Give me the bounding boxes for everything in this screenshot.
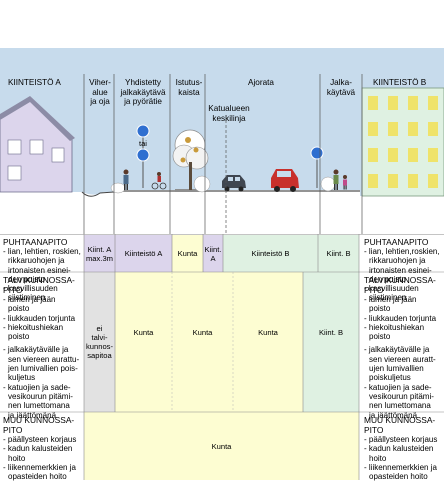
cell-bg xyxy=(172,235,203,272)
zone-label-kiinteisto-a: KIINTEISTÖ A xyxy=(8,78,61,87)
row-muu-left: MUU KUNNOSSA-PITO - päällysteen korjaus … xyxy=(3,415,76,481)
tree-icon xyxy=(172,129,209,190)
cell-kunta: Kunta xyxy=(211,441,232,451)
table-grid xyxy=(0,234,444,480)
cell-bg xyxy=(84,235,115,272)
row-item-list: - päällysteen korjaus - kadun kalusteide… xyxy=(3,435,76,481)
row-dividers xyxy=(171,272,234,412)
cell-kunta: Kunta xyxy=(177,249,198,258)
row-title: PUHTAANAPITO xyxy=(3,237,68,247)
snow-pile-icon xyxy=(320,176,336,192)
row-item-list: - lian, lehtien,roskien,rikkaruohojen ja… xyxy=(364,247,440,303)
row-title: TALVIKUNNOSSA-PITO xyxy=(364,275,436,295)
row-title: MUU KUNNOSSA-PITO xyxy=(364,415,436,435)
row-muu-right: MUU KUNNOSSA-PITO - päällysteen korjaus … xyxy=(364,415,437,481)
list-item: - lian, lehtien, roskien,rikkaruohojen j… xyxy=(3,247,81,284)
cell-bg xyxy=(115,272,303,412)
row-puhtaanapito-left: PUHTAANAPITO - lian, lehtien, roskien,ri… xyxy=(3,237,81,303)
zone-label-kiinteisto-b: KIINTEISTÖ B xyxy=(373,78,427,87)
car-icon xyxy=(271,169,299,192)
child-icon xyxy=(343,175,347,190)
pedestrian-icon xyxy=(333,169,339,190)
zone-label-istutus: Istutus-kaista xyxy=(175,78,203,97)
pedestrian-sign-icon xyxy=(136,124,150,188)
building-b-icon xyxy=(361,87,444,197)
cell-kiint-b: Kiint. B xyxy=(326,249,351,258)
zone-label-ajorata: Ajorata xyxy=(248,78,274,87)
zone-label-jalkakaytava: Jalka-käytävä xyxy=(326,78,356,97)
cell-kiinteisto-b: Kiinteistö B xyxy=(251,249,290,258)
cell-bg xyxy=(318,235,359,272)
planting-strip xyxy=(175,189,206,192)
cell-kunta: Kunta xyxy=(192,327,213,337)
cell-bg xyxy=(115,235,172,272)
pedestrian-icon xyxy=(123,169,129,190)
cell-bg xyxy=(84,412,359,480)
cell-kunta: Kunta xyxy=(258,327,278,337)
zone-boundaries xyxy=(83,74,363,234)
row-title: TALVIKUNNOSSA-PITO xyxy=(3,275,75,295)
row-puhtaanapito-right: PUHTAANAPITO - lian, lehtien,roskien,rik… xyxy=(364,237,440,303)
list-item: - liukkauden torjunta xyxy=(3,313,76,323)
cell-kiint-a: Kiint.A xyxy=(204,244,222,263)
car-icon xyxy=(222,175,246,192)
row-item-list: - päällysteen korjaus - kadun kalusteide… xyxy=(364,435,437,481)
cell-kiint-b: Kiint. B xyxy=(318,327,344,337)
cell-bg xyxy=(223,235,318,272)
cyclist-icon xyxy=(151,172,167,190)
snow-pile-icon xyxy=(193,175,211,193)
cell-bg xyxy=(203,235,223,272)
ground xyxy=(0,190,444,234)
row-title: PUHTAANAPITO xyxy=(364,237,429,247)
cell-kunta: Kunta xyxy=(133,327,154,337)
list-item: - päällysteen korjaus xyxy=(364,435,438,444)
cell-bg xyxy=(303,272,359,412)
list-item: - päällysteen korjaus xyxy=(3,435,77,444)
cell-kiinteisto-a: Kiinteistö A xyxy=(124,249,163,258)
list-item: - katuojien ja sade-vesikourun pitämi-ne… xyxy=(364,382,434,420)
house-a-icon xyxy=(0,96,75,193)
sign-label-tai: tai xyxy=(139,139,147,148)
row-title: MUU KUNNOSSA-PITO xyxy=(3,415,75,435)
list-item: - liukkauden torjunta xyxy=(364,313,437,323)
list-item: - lian, lehtien,roskien,rikkaruohojen ja… xyxy=(364,247,440,284)
row-item-list: - lian, lehtien, roskien,rikkaruohojen j… xyxy=(3,247,81,303)
cell-bg xyxy=(84,272,115,412)
list-item: - katuojien ja sade-vesikourun pitämi-ne… xyxy=(3,382,73,420)
snow-pile-icon xyxy=(110,182,126,194)
